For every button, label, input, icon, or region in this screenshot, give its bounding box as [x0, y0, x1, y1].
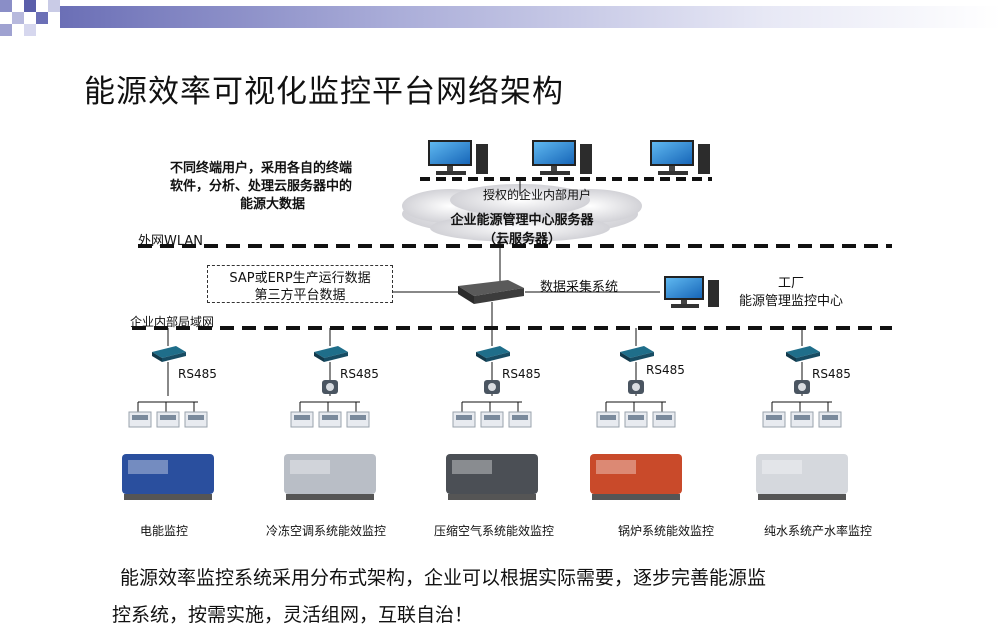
router-icon [476, 346, 510, 358]
subsystem-label: 纯水系统产水率监控 [764, 524, 873, 538]
factory-line: 工厂 [777, 276, 804, 291]
gateway-device-icon [458, 280, 524, 304]
rs485-label: RS485 [178, 367, 217, 381]
computer-icon [650, 140, 710, 175]
rs485-label: RS485 [812, 367, 851, 381]
factory-line: 能源管理监控中心 [738, 294, 843, 309]
rs485-label: RS485 [340, 367, 379, 381]
cloud-server-label: 企业能源管理中心服务器 （云服务器） [450, 209, 593, 247]
lan-label: 企业内部局域网 [130, 315, 215, 329]
computer-icon [428, 140, 488, 175]
deco-square [0, 24, 12, 36]
third-party-box [207, 265, 393, 303]
deco-square [24, 0, 36, 12]
description-line: 能源效率监控系统采用分布式架构，企业可以根据实际需要，逐步完善能源监 [120, 567, 767, 589]
equipment-icon [446, 454, 538, 494]
equipment-icon [284, 454, 376, 494]
data-acquisition-label: 数据采集系统 [540, 280, 619, 295]
subsystem-label: 压缩空气系统能效监控 [434, 524, 555, 538]
description-line: 控系统，按需实施，灵活组网，互联自治！ [112, 604, 474, 626]
cloud-label-line: 企业能源管理中心服务器 [450, 213, 594, 228]
cloud-server-icon [402, 184, 642, 242]
factory-computer-icon [664, 276, 719, 308]
computer-icon [532, 140, 592, 175]
note-line: 能源大数据 [240, 197, 306, 212]
deco-square [48, 0, 60, 12]
cloud-label-line: （云服务器） [482, 232, 561, 247]
equipment-icon [756, 454, 848, 494]
deco-square [12, 12, 24, 24]
router-icon [620, 346, 654, 358]
terminal-note: 不同终端用户，采用各自的终端 软件，分析、处理云服务器中的 能源大数据 [170, 160, 352, 214]
note-line: 软件，分析、处理云服务器中的 [170, 179, 353, 194]
subsystem-label: 锅炉系统能效监控 [618, 524, 715, 538]
router-icon [152, 346, 186, 358]
deco-square [0, 0, 12, 12]
third-party-line: 第三方平台数据 [254, 288, 346, 303]
deco-square [24, 24, 36, 36]
header-banner [0, 0, 1001, 46]
rs485-label: RS485 [502, 367, 541, 381]
router-icon [314, 346, 348, 358]
subsystem-label: 电能监控 [140, 524, 189, 538]
third-party-line: SAP或ERP生产运行数据 [229, 271, 371, 286]
header-gradient [60, 6, 1001, 28]
rs485-label: RS485 [646, 363, 685, 377]
equipment-icon [590, 454, 682, 494]
factory-label: 工厂 能源管理监控中心 [736, 275, 846, 311]
note-line: 不同终端用户，采用各自的终端 [170, 161, 353, 176]
deco-square [36, 12, 48, 24]
wan-label: 外网WLAN [138, 234, 204, 249]
router-icon [786, 346, 820, 358]
authorized-users-label: 授权的企业内部用户 [483, 188, 592, 202]
equipment-icon [122, 454, 214, 494]
third-party-label: SAP或ERP生产运行数据 第三方平台数据 [218, 270, 382, 304]
page-title: 能源效率可视化监控平台网络架构 [84, 74, 564, 110]
subsystem-label: 冷冻空调系统能效监控 [266, 524, 387, 538]
